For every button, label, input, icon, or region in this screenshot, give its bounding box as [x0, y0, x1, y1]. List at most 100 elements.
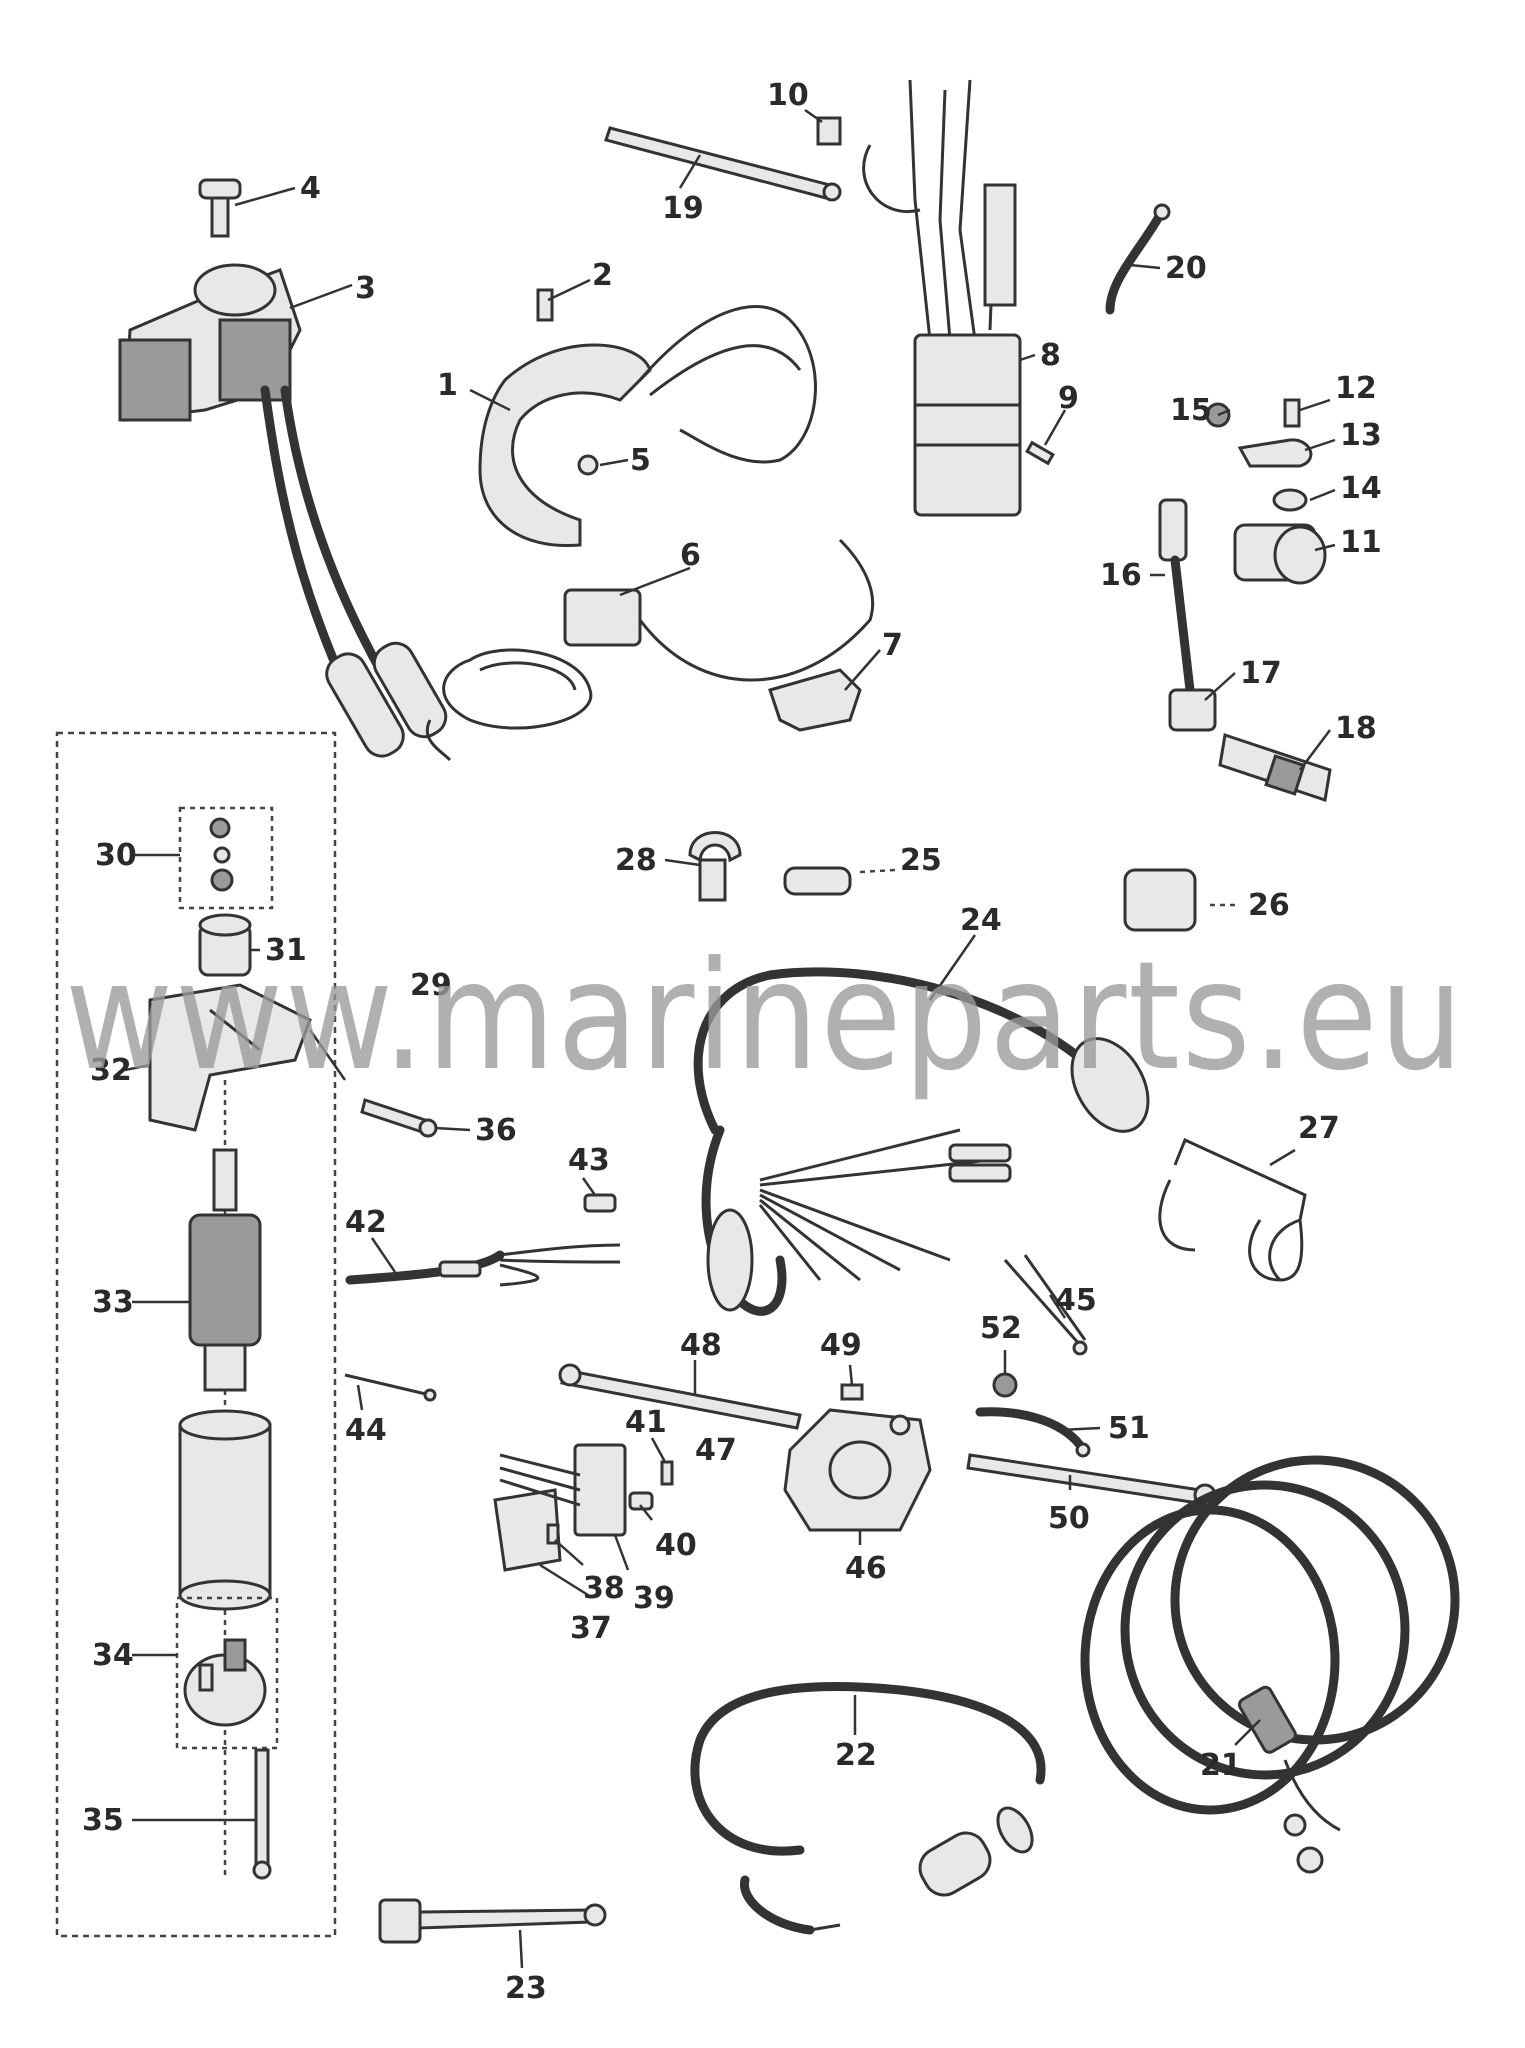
callout-52: 52: [980, 1311, 1022, 1346]
callout-45: 45: [1055, 1283, 1097, 1318]
callout-27: 27: [1298, 1111, 1340, 1146]
part-52-nut: [992, 1372, 1018, 1398]
callout-41: 41: [625, 1405, 667, 1440]
part-22-extension-harness: [690, 1682, 1046, 1935]
part-1-stator-plate: [478, 305, 817, 548]
callout-48: 48: [680, 1328, 722, 1363]
part-24-main-harness: [693, 967, 1150, 1316]
part-46-solenoid: [783, 1408, 932, 1532]
callout-38: 38: [583, 1571, 625, 1606]
callout-26: 26: [1248, 888, 1290, 923]
callout-44: 44: [345, 1413, 387, 1448]
part-3-coil: [118, 263, 448, 758]
callout-1: 1: [437, 368, 458, 403]
part-21-battery-cable: [1080, 1455, 1460, 1874]
starter-motor-group-box: [55, 731, 337, 1938]
callout-25: 25: [900, 843, 942, 878]
callout-40: 40: [655, 1528, 697, 1563]
part-37-regulator: [493, 1453, 581, 1572]
part-17-boot: [1168, 688, 1217, 732]
part-starter-housing: [178, 1409, 272, 1611]
callout-32: 32: [90, 1053, 132, 1088]
callout-9: 9: [1058, 381, 1079, 416]
callout-36: 36: [475, 1113, 517, 1148]
callout-28: 28: [615, 843, 657, 878]
callout-17: 17: [1240, 656, 1282, 691]
callout-24: 24: [960, 903, 1002, 938]
part-23-ground-strap: [378, 1898, 607, 1944]
part-38-screw: [546, 1523, 560, 1545]
callout-16: 16: [1100, 558, 1142, 593]
callout-51: 51: [1108, 1411, 1150, 1446]
callout-29: 29: [410, 968, 452, 1003]
part-43-fuse-holder: [583, 1193, 617, 1213]
part-4-bolt: [198, 178, 242, 238]
part-39-rectifier: [573, 1443, 627, 1537]
callout-46: 46: [845, 1551, 887, 1586]
part-30-kit-box: [178, 806, 274, 910]
callout-19: 19: [662, 191, 704, 226]
part-2-screw: [536, 288, 554, 322]
callout-42: 42: [345, 1205, 387, 1240]
part-19-cable-tie: [604, 126, 842, 202]
part-11-coil: [1233, 523, 1327, 585]
callout-20: 20: [1165, 251, 1207, 286]
callout-labels: 1 2 3 4 5 6 7 8 9 10 11 12 13 14 15 16 1…: [82, 78, 1382, 2006]
part-36-screw: [360, 1098, 438, 1138]
callout-13: 13: [1340, 418, 1382, 453]
part-18-spark-plug: [1218, 733, 1332, 802]
callout-49: 49: [820, 1328, 862, 1363]
watermark-text: www.marineparts.eu: [65, 930, 1465, 1104]
callout-21: 21: [1200, 1748, 1242, 1783]
callout-18: 18: [1335, 711, 1377, 746]
part-5-nut: [577, 454, 599, 476]
callout-50: 50: [1048, 1501, 1090, 1536]
callout-12: 12: [1335, 371, 1377, 406]
callout-37: 37: [570, 1611, 612, 1646]
part-35-through-bolt: [252, 1748, 272, 1880]
part-20-ground-wire: [1105, 203, 1171, 315]
part-12-screw: [1283, 398, 1301, 428]
callout-5: 5: [630, 443, 651, 478]
callout-7: 7: [882, 628, 903, 663]
callout-35: 35: [82, 1803, 124, 1838]
part-41-screw: [660, 1460, 674, 1486]
callout-33: 33: [92, 1285, 134, 1320]
part-50-cable: [966, 1453, 1217, 1507]
callout-31: 31: [265, 933, 307, 968]
callout-22: 22: [835, 1738, 877, 1773]
part-9-screw: [1025, 440, 1055, 466]
part-40-connector: [628, 1491, 654, 1511]
part-7-clip: [768, 668, 862, 732]
part-27-bracket: [1158, 1137, 1307, 1282]
part-6-trigger: [426, 538, 875, 762]
part-45-wire: [1003, 1254, 1088, 1356]
part-49-screw: [840, 1383, 864, 1401]
part-13-terminal: [1237, 438, 1313, 468]
callout-4: 4: [300, 171, 321, 206]
part-16-plug-lead: [1158, 498, 1195, 695]
part-30-nuts: [209, 817, 234, 892]
callout-2: 2: [592, 258, 613, 293]
callout-11: 11: [1340, 525, 1382, 560]
callout-6: 6: [680, 538, 701, 573]
callout-8: 8: [1040, 338, 1061, 373]
callout-10: 10: [767, 78, 809, 113]
part-42-harness: [345, 1243, 621, 1287]
part-8-switchbox: [862, 79, 1022, 517]
part-34-kit-box: [175, 1596, 279, 1750]
callout-34: 34: [92, 1638, 134, 1673]
part-10-screw: [816, 116, 842, 146]
part-28-clamp: [688, 831, 742, 902]
part-26-boot: [1123, 868, 1197, 932]
leader-lines: [124, 108, 1336, 1969]
callout-14: 14: [1340, 471, 1382, 506]
part-32-bracket: [148, 983, 312, 1132]
part-25-fuse: [783, 866, 852, 896]
part-31-bushing: [198, 913, 252, 977]
part-33-armature: [188, 1148, 262, 1392]
callout-43: 43: [568, 1143, 610, 1178]
callout-30: 30: [95, 838, 137, 873]
part-48-cable: [558, 1363, 802, 1430]
